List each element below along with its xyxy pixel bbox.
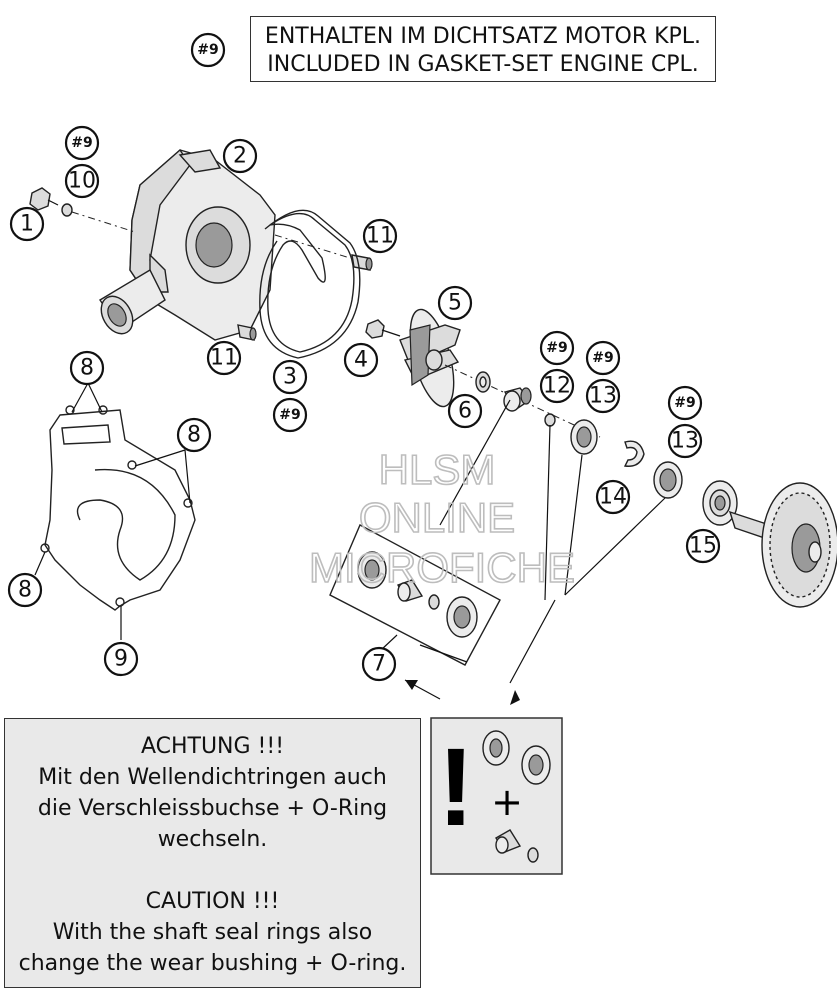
callout-9[interactable]: 9 xyxy=(103,641,139,677)
watermark-line-1: HLSM xyxy=(379,446,496,493)
callout-kit-ref-3: #9 xyxy=(272,397,308,433)
callout-3[interactable]: 3 xyxy=(272,359,308,395)
kit-o-ring xyxy=(428,594,440,610)
caution-note: ACHTUNG !!! Mit den Wellendichtringen au… xyxy=(4,718,421,988)
washer-part-10 xyxy=(61,203,73,217)
caution-german-line-2: die Verschleissbuchse + O-Ring xyxy=(37,796,388,821)
callout-11-upper[interactable]: 11 xyxy=(362,218,398,254)
svg-text:#9: #9 xyxy=(546,340,567,356)
callout-11-lower[interactable]: 11 xyxy=(206,340,242,376)
wear-parts-warning-panel: ! + xyxy=(430,717,563,875)
kit-seal-b xyxy=(446,596,478,638)
warning-o-ring xyxy=(527,847,539,863)
svg-text:#9: #9 xyxy=(592,350,613,366)
watermark-line-3: MICROFICHE xyxy=(309,544,575,591)
warning-seal-a xyxy=(482,730,510,766)
svg-text:1: 1 xyxy=(20,212,34,237)
o-ring-part-12 xyxy=(544,413,556,427)
caution-title-english: CAUTION !!! xyxy=(145,889,280,914)
callout-8-left[interactable]: 8 xyxy=(7,572,43,608)
exclamation-icon: ! xyxy=(438,726,475,849)
callout-kit-ref-13a: #9 xyxy=(585,340,621,376)
circlip-part-14 xyxy=(623,440,645,467)
callout-8-right[interactable]: 8 xyxy=(176,417,212,453)
callout-12[interactable]: 12 xyxy=(539,368,575,404)
callout-7[interactable]: 7 xyxy=(361,646,397,682)
svg-text:11: 11 xyxy=(366,224,394,249)
plus-icon: + xyxy=(491,780,523,824)
pump-cover-part xyxy=(99,148,276,341)
svg-text:#9: #9 xyxy=(71,135,92,151)
caution-german-line-3: wechseln. xyxy=(157,827,268,852)
warning-bushing xyxy=(495,829,522,854)
svg-text:8: 8 xyxy=(187,423,201,448)
svg-text:#9: #9 xyxy=(674,395,695,411)
svg-text:#9: #9 xyxy=(197,42,218,58)
pump-shaft-gear-part xyxy=(728,482,837,608)
callout-4[interactable]: 4 xyxy=(343,342,379,378)
svg-text:6: 6 xyxy=(458,399,472,424)
repair-kit-outline-part-7 xyxy=(329,524,501,666)
callout-5[interactable]: 5 xyxy=(437,285,473,321)
callout-kit-ref-13b: #9 xyxy=(667,385,703,421)
dowel-pin-part-11-upper xyxy=(351,254,373,271)
caution-german-line-1: Mit den Wellendichtringen auch xyxy=(38,765,387,790)
svg-text:12: 12 xyxy=(543,374,571,399)
bearing-part-15 xyxy=(702,480,738,526)
callout-15[interactable]: 15 xyxy=(685,528,721,564)
shaft-seal-part-13-b xyxy=(653,461,683,499)
svg-text:#9: #9 xyxy=(279,407,300,423)
svg-text:2: 2 xyxy=(233,144,247,169)
hlsm-watermark: HLSM ONLINE MICROFICHE xyxy=(308,445,576,592)
svg-text:8: 8 xyxy=(18,578,32,603)
caution-title-german: ACHTUNG !!! xyxy=(140,734,285,759)
gasket-part-3 xyxy=(267,212,355,353)
impeller-part-5 xyxy=(399,308,461,408)
callout-8-top[interactable]: 8 xyxy=(69,350,105,386)
dowel-pin-part-11-lower xyxy=(237,324,257,341)
callout-9-kit-ref: #9 xyxy=(190,32,226,68)
gasket-set-note: ENTHALTEN IM DICHTSATZ MOTOR KPL. INCLUD… xyxy=(250,16,716,82)
svg-text:13: 13 xyxy=(589,384,617,409)
svg-text:9: 9 xyxy=(114,647,128,672)
svg-text:5: 5 xyxy=(448,291,462,316)
callout-10[interactable]: 10 xyxy=(64,163,100,199)
svg-text:7: 7 xyxy=(372,652,386,677)
caution-english-line-2: change the wear bushing + O-ring. xyxy=(18,951,407,976)
svg-text:8: 8 xyxy=(80,356,94,381)
callout-13-a[interactable]: 13 xyxy=(585,378,621,414)
callout-6[interactable]: 6 xyxy=(447,393,483,429)
svg-text:13: 13 xyxy=(671,429,699,454)
callout-1[interactable]: 1 xyxy=(9,206,45,242)
callout-13-b[interactable]: 13 xyxy=(667,423,703,459)
note-line-english: INCLUDED IN GASKET-SET ENGINE CPL. xyxy=(267,52,699,77)
screw-part-4 xyxy=(365,319,401,339)
note-line-german: ENTHALTEN IM DICHTSATZ MOTOR KPL. xyxy=(264,24,702,49)
kit-bushing xyxy=(397,579,424,602)
svg-text:15: 15 xyxy=(689,534,717,559)
svg-text:4: 4 xyxy=(354,348,368,373)
watermark-line-2: ONLINE xyxy=(359,494,515,541)
callout-14[interactable]: 14 xyxy=(595,479,631,515)
callout-2[interactable]: 2 xyxy=(222,138,258,174)
callout-kit-ref-10: #9 xyxy=(64,125,100,161)
caution-english-line-1: With the shaft seal rings also xyxy=(52,920,373,945)
svg-text:3: 3 xyxy=(283,365,297,390)
svg-text:11: 11 xyxy=(210,346,238,371)
svg-text:10: 10 xyxy=(68,169,96,194)
kit-seal-a xyxy=(357,551,387,589)
callout-kit-ref-12: #9 xyxy=(539,330,575,366)
warning-seal-b xyxy=(521,745,551,785)
wear-bushing-part xyxy=(503,387,532,412)
svg-text:14: 14 xyxy=(599,485,627,510)
screw-part-1 xyxy=(29,187,59,211)
shaft-seal-part-13-a xyxy=(570,419,598,455)
